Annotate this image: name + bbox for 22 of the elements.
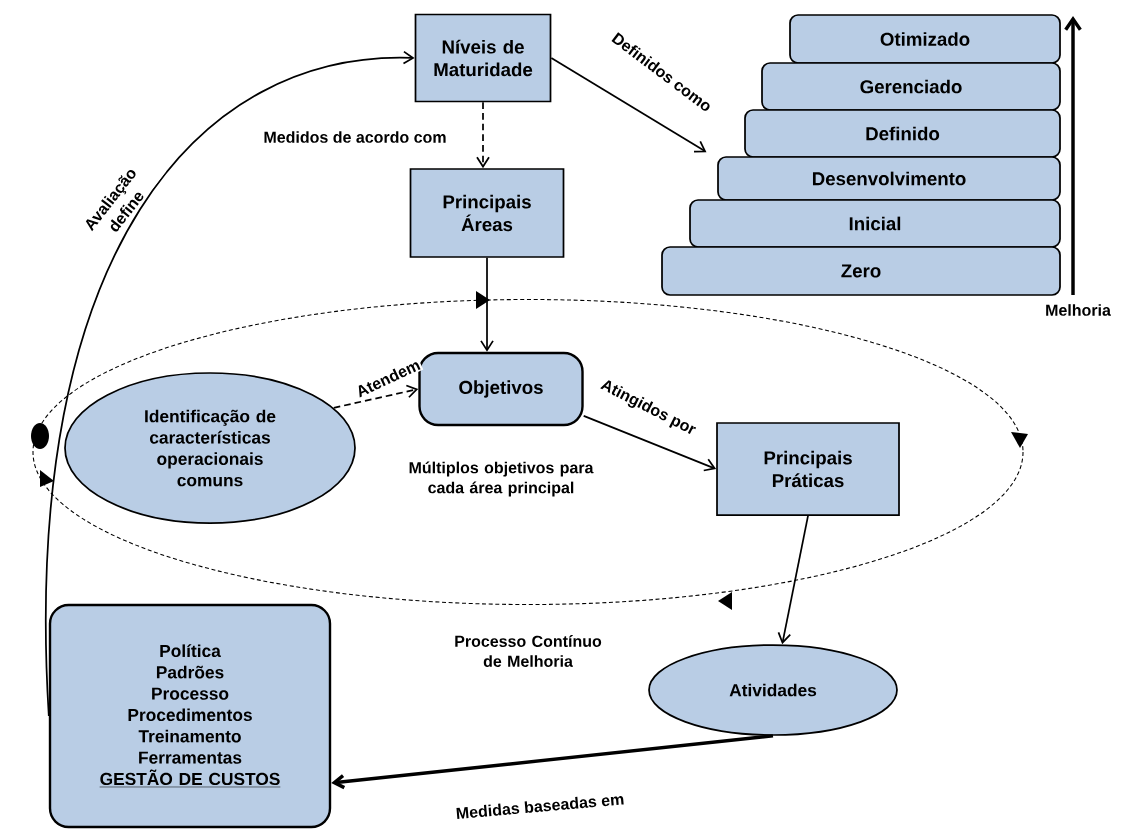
stair-step: Gerenciado bbox=[761, 62, 1061, 111]
stair-step: Desenvolvimento bbox=[717, 156, 1061, 201]
process-box: Política Padrões Processo Procedimentos Treinamento Ferramentas GESTÃO DE CUSTOS bbox=[48, 603, 332, 829]
stair-step: Inicial bbox=[689, 199, 1061, 248]
axis-label: Melhoria bbox=[1046, 304, 1111, 316]
arrow bbox=[332, 384, 419, 409]
process-box: Principais Práticas bbox=[716, 422, 900, 516]
stair-step: Definido bbox=[744, 109, 1061, 158]
edge-label: Medidos de acordo com bbox=[262, 129, 448, 145]
process-box: Principais Áreas bbox=[409, 168, 565, 258]
edge-label: Medidas baseadas em bbox=[453, 791, 627, 821]
arrow bbox=[480, 257, 494, 352]
process-box: Níveis de Maturidade bbox=[414, 13, 552, 103]
arrow bbox=[777, 515, 809, 645]
node-label: Processo Contínuo de Melhoria bbox=[455, 635, 602, 667]
stair-step: Otimizado bbox=[789, 14, 1061, 64]
caption-text: Múltiplos objetivos para cada área principal bbox=[409, 461, 594, 497]
stair-step: Zero bbox=[661, 246, 1061, 296]
arrow bbox=[582, 415, 717, 472]
arrow bbox=[550, 57, 707, 153]
arrow bbox=[45, 50, 415, 717]
arrow bbox=[476, 101, 490, 169]
